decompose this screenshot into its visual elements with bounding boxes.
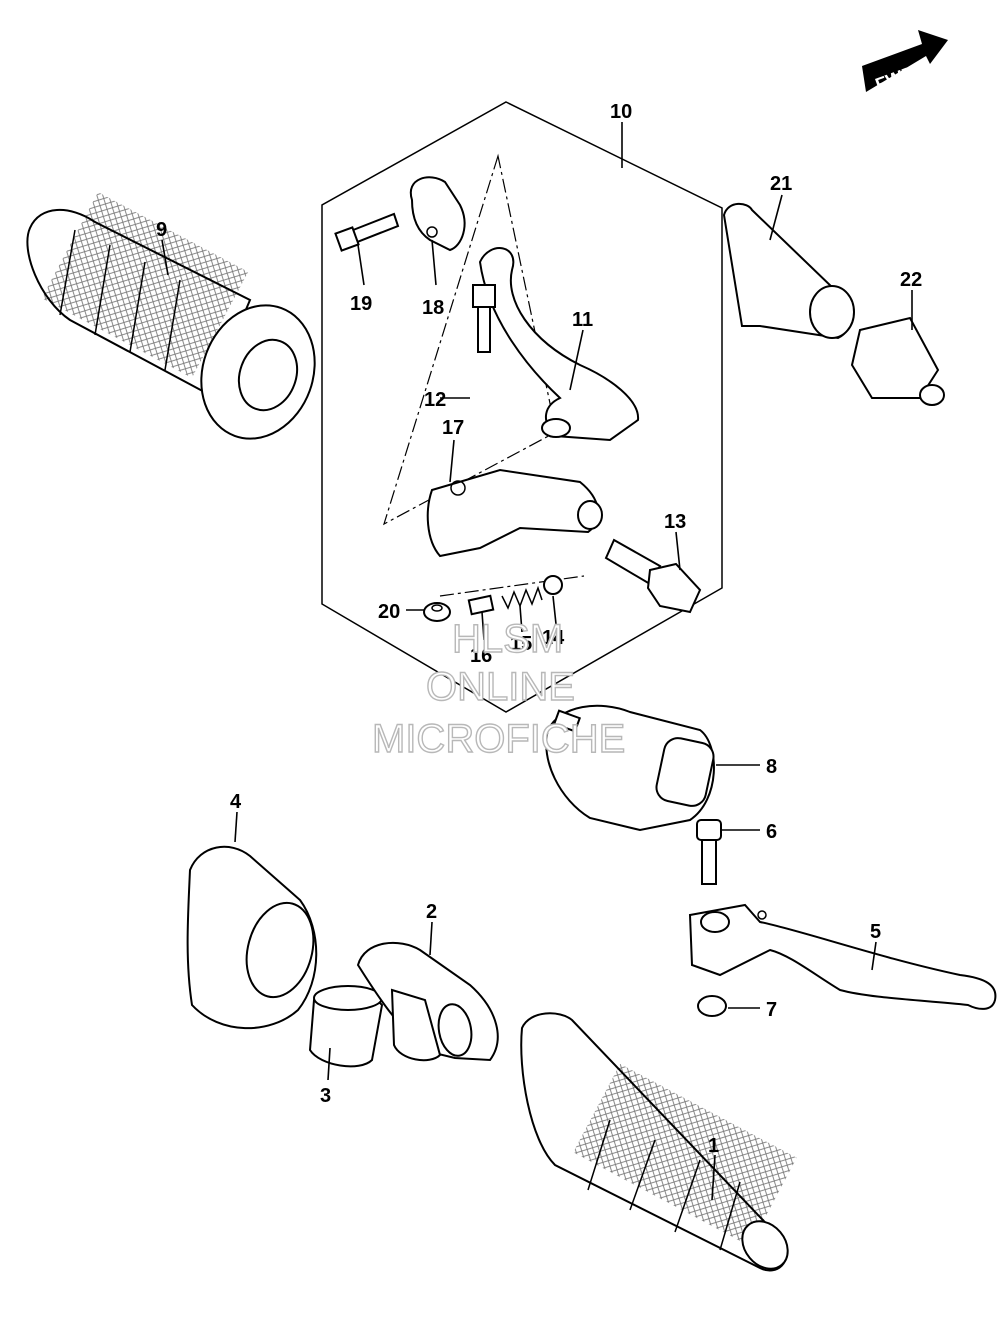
adjuster-part-13 bbox=[604, 538, 702, 614]
callout-labels: 1 2 3 4 5 6 7 8 9 10 11 12 13 14 15 16 1… bbox=[156, 101, 922, 1157]
watermark-line-2: ONLINE bbox=[426, 665, 575, 709]
leader-lines bbox=[161, 122, 913, 1201]
grip-left-part-9 bbox=[26, 192, 316, 440]
clamp-part-18 bbox=[409, 176, 466, 252]
collar-part-16 bbox=[467, 594, 495, 616]
watermark-line-3: MICROFICHE bbox=[372, 717, 625, 761]
callout-3: 3 bbox=[320, 1085, 331, 1107]
cover-part-4 bbox=[186, 845, 318, 1030]
callout-5: 5 bbox=[870, 921, 881, 943]
nut-part-7 bbox=[697, 995, 727, 1017]
watermark-line-1: HLSM bbox=[452, 617, 563, 661]
pivot-bolt-part-12 bbox=[472, 284, 496, 353]
callout-11: 11 bbox=[572, 309, 593, 331]
group-10-outline bbox=[321, 101, 723, 713]
lever-holder-part-17 bbox=[426, 468, 603, 558]
pivot-bolt-part-6 bbox=[696, 819, 722, 885]
callout-2: 2 bbox=[426, 901, 437, 923]
callout-15: 15 bbox=[510, 633, 532, 655]
callout-10: 10 bbox=[610, 101, 632, 123]
callout-9: 9 bbox=[156, 219, 167, 241]
lever-part-11 bbox=[478, 247, 640, 442]
callout-1: 1 bbox=[708, 1135, 719, 1157]
callout-14: 14 bbox=[542, 627, 565, 649]
nut-part-20 bbox=[423, 602, 451, 622]
callout-8: 8 bbox=[766, 756, 777, 778]
ball-part-14 bbox=[543, 575, 563, 595]
callout-7: 7 bbox=[766, 999, 777, 1021]
watermark: HLSM ONLINE MICROFICHE bbox=[371, 616, 626, 761]
adjuster-nut-part-22 bbox=[850, 316, 945, 406]
bolt-part-19 bbox=[334, 212, 400, 252]
collar-part-3 bbox=[308, 985, 384, 1068]
callout-18: 18 bbox=[422, 297, 444, 319]
callout-12: 12 bbox=[424, 389, 446, 411]
clutch-lever-part-5 bbox=[688, 903, 997, 1010]
callout-20: 20 bbox=[378, 601, 400, 623]
callout-13: 13 bbox=[664, 511, 686, 533]
callout-4: 4 bbox=[230, 791, 242, 813]
callout-17: 17 bbox=[442, 417, 464, 439]
lever-cover-part-8 bbox=[545, 704, 715, 832]
callout-6: 6 bbox=[766, 821, 777, 843]
fwd-arrow-icon: FWD bbox=[862, 30, 948, 95]
callout-21: 21 bbox=[770, 173, 792, 195]
callout-16: 16 bbox=[470, 645, 492, 667]
grip-right-part-1 bbox=[520, 1012, 797, 1272]
holder-part-2 bbox=[356, 941, 499, 1062]
callout-19: 19 bbox=[350, 293, 372, 315]
callout-22: 22 bbox=[900, 269, 922, 291]
cable-cover-part-21 bbox=[722, 202, 855, 340]
spring-part-15 bbox=[501, 585, 543, 610]
